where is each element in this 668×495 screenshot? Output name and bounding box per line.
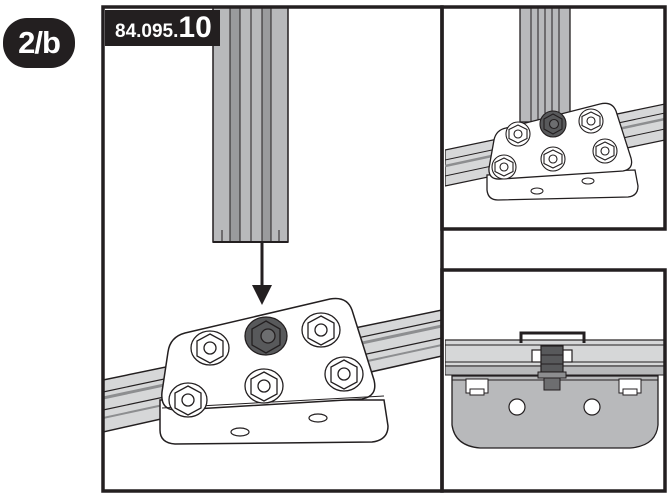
bracket-plate xyxy=(451,375,659,449)
part-number-label: 84.095. 10 xyxy=(105,10,220,46)
step-label: 2/b xyxy=(18,25,61,60)
hex-nut-icon xyxy=(539,110,567,138)
hex-bolt-icon xyxy=(190,330,230,366)
hex-bolt-icon xyxy=(540,146,566,172)
part-number-prefix: 84.095. xyxy=(115,21,179,42)
part-number-suffix: 10 xyxy=(178,11,212,44)
hex-bolt-icon xyxy=(505,121,531,147)
main-view xyxy=(103,7,442,445)
hex-bolt-icon xyxy=(324,356,364,392)
hex-bolt-icon xyxy=(578,108,604,134)
step-badge: 2/b xyxy=(3,18,75,68)
down-arrow-icon xyxy=(252,242,272,305)
t-slot-nut xyxy=(519,331,586,391)
section-view xyxy=(445,331,665,449)
hex-nut-icon xyxy=(244,316,288,356)
hex-bolt-icon xyxy=(168,382,208,418)
fasteners xyxy=(168,312,364,418)
fasteners xyxy=(491,108,618,180)
vertical-profile xyxy=(212,7,289,243)
hex-bolt-icon xyxy=(301,312,341,348)
detail-view-top xyxy=(445,7,665,201)
hex-bolt-icon xyxy=(244,368,284,404)
vertical-profile xyxy=(519,7,571,123)
hex-bolt-icon xyxy=(592,138,618,164)
hex-bolt-icon xyxy=(491,154,517,180)
panel-frames xyxy=(101,5,667,493)
